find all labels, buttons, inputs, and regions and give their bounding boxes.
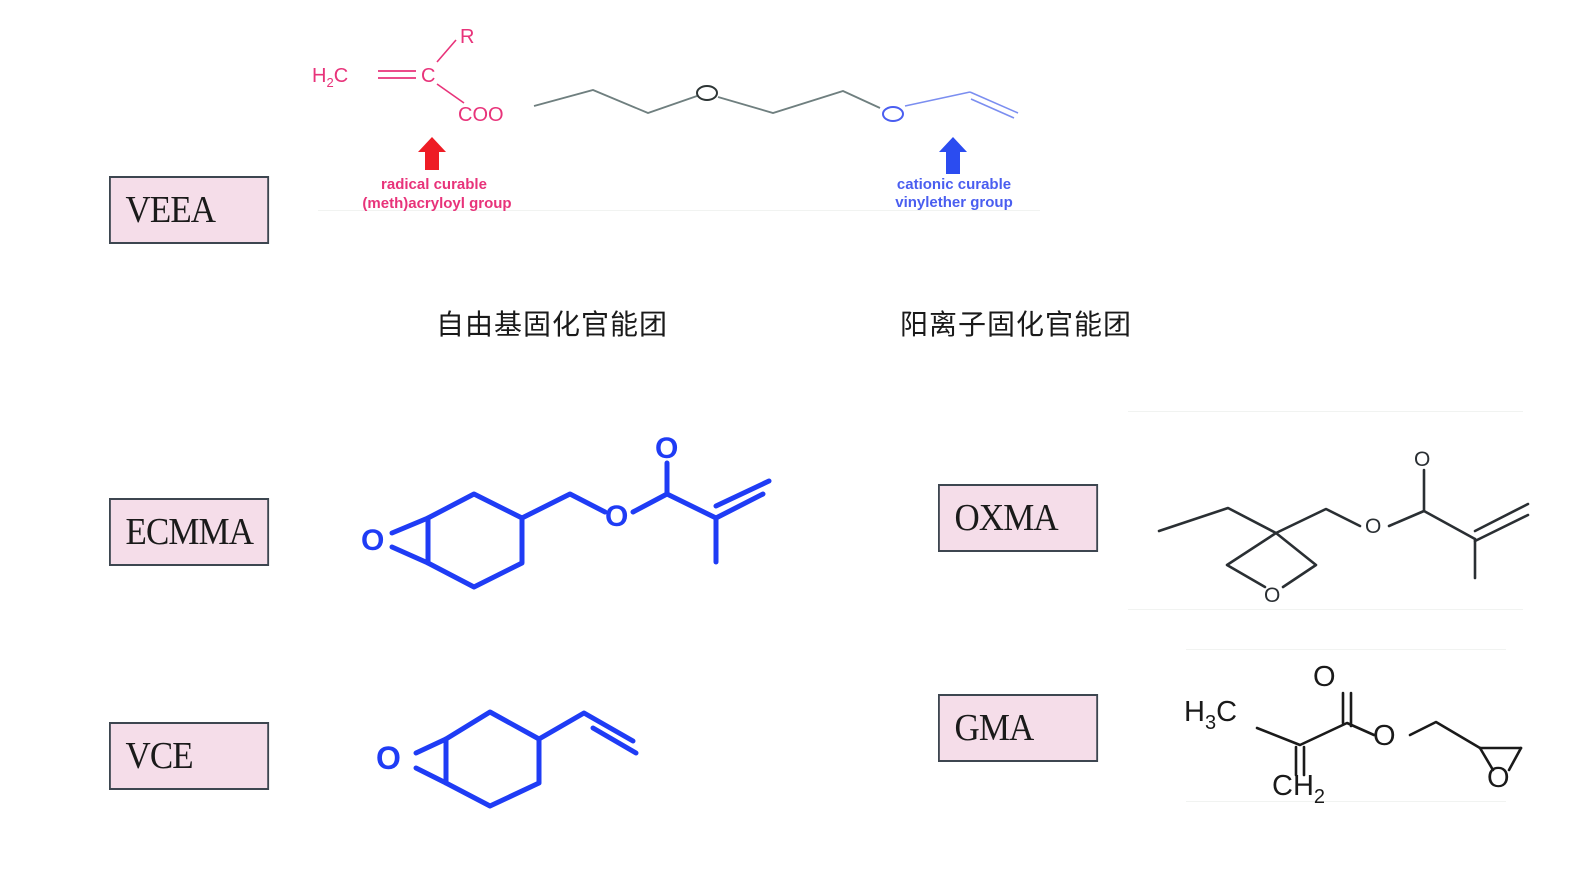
veea-vinyl-oxygen	[882, 106, 904, 122]
veea-bond-ester	[436, 83, 465, 104]
gma-epoxide-left	[1478, 746, 1495, 772]
oxma-panel-edge-top	[1128, 411, 1523, 412]
veea-h2c: H2C	[312, 65, 348, 90]
vce-ring	[443, 709, 542, 809]
oxma-carbonyl-oxygen: O	[1414, 448, 1430, 471]
label-veea: VEEA	[109, 176, 270, 244]
ecmma-epoxide-oxygen: O	[361, 524, 384, 557]
oxma-ch2-bond	[1274, 507, 1362, 535]
vce-vinyl-double	[590, 725, 639, 756]
veea-chain-left	[533, 89, 698, 114]
oxma-oxetane-oxygen: O	[1264, 584, 1280, 607]
vce-vinyl-bond	[536, 710, 636, 744]
veea-vinyl-bond	[904, 91, 971, 107]
gma-ester-oxygen: O	[1373, 720, 1396, 752]
label-gma: GMA	[938, 694, 1099, 762]
gma-structure	[1255, 691, 1523, 777]
ecmma-alkene-1	[713, 491, 766, 521]
veea-vinyl-double-1	[969, 91, 1019, 114]
oxma-ethyl-bond	[1157, 506, 1278, 535]
veea-bond-r	[436, 39, 457, 63]
oxma-alkene-2	[1473, 513, 1530, 543]
oxma-ester-bond	[1387, 509, 1477, 541]
veea-chain-right	[717, 90, 881, 114]
vce-epoxide-bond-1	[413, 736, 449, 756]
vce-epoxide-oxygen: O	[376, 740, 401, 776]
ecmma-epoxide-bond-2	[389, 544, 431, 566]
veea-vinyl-double-2	[970, 98, 1015, 119]
radical-note-line2: (meth)acryloyl group	[362, 195, 511, 212]
ecmma-alkene-2	[713, 478, 772, 509]
veea-alpha-carbon: C	[421, 65, 435, 87]
veea-ester: COO	[458, 104, 504, 126]
oxma-alkene-1	[1473, 502, 1530, 533]
oxma-ester-oxygen: O	[1365, 515, 1381, 538]
ecmma-ch2-bond	[519, 491, 608, 521]
label-oxma: OXMA	[938, 484, 1099, 552]
gma-panel-edge-top	[1186, 649, 1506, 650]
cationic-note-line1: cationic curable	[897, 176, 1011, 193]
caption-cationic-curable-groups: 阳离子固化官能团	[900, 308, 1133, 341]
gma-backbone	[1255, 721, 1376, 747]
gma-epoxide-right	[1507, 746, 1523, 772]
cationic-note-line2: vinylether group	[895, 194, 1013, 211]
ecmma-structure	[389, 460, 772, 590]
gma-methylene: CH2	[1272, 770, 1325, 808]
vce-epoxide-bond-2	[413, 765, 449, 786]
veea-ether-oxygen	[696, 85, 718, 101]
ecmma-carbonyl-oxygen: O	[655, 432, 678, 465]
gma-carbonyl-oxygen: O	[1313, 661, 1336, 693]
ecmma-ester-bond	[630, 491, 719, 521]
radical-note-line1: radical curable	[381, 176, 487, 193]
ecmma-ring	[425, 491, 525, 590]
gma-panel-edge-bottom	[1186, 801, 1506, 802]
label-vce: VCE	[109, 722, 270, 790]
veea-panel-edge	[318, 210, 1040, 211]
gma-ch2-bond	[1408, 720, 1482, 750]
oxma-panel-edge-bottom	[1128, 609, 1523, 610]
ecmma-ester-oxygen: O	[605, 500, 628, 533]
veea-r-group: R	[460, 26, 474, 48]
ecmma-epoxide-bond-1	[389, 515, 431, 536]
gma-methyl: H3C	[1184, 696, 1237, 734]
label-ecmma: ECMMA	[109, 498, 270, 566]
radical-arrow-icon	[418, 137, 446, 170]
caption-radical-curable-groups: 自由基固化官能团	[436, 308, 669, 341]
oxma-oxetane-left	[1225, 531, 1278, 589]
oxma-structure	[1157, 468, 1530, 589]
gma-epoxide-oxygen: O	[1487, 762, 1510, 794]
veea-structure: R H2C C COO radical curable (meth)acrylo…	[312, 26, 1019, 212]
vce-structure	[413, 709, 639, 809]
oxma-oxetane-right	[1274, 531, 1318, 589]
cationic-arrow-icon	[939, 137, 967, 174]
